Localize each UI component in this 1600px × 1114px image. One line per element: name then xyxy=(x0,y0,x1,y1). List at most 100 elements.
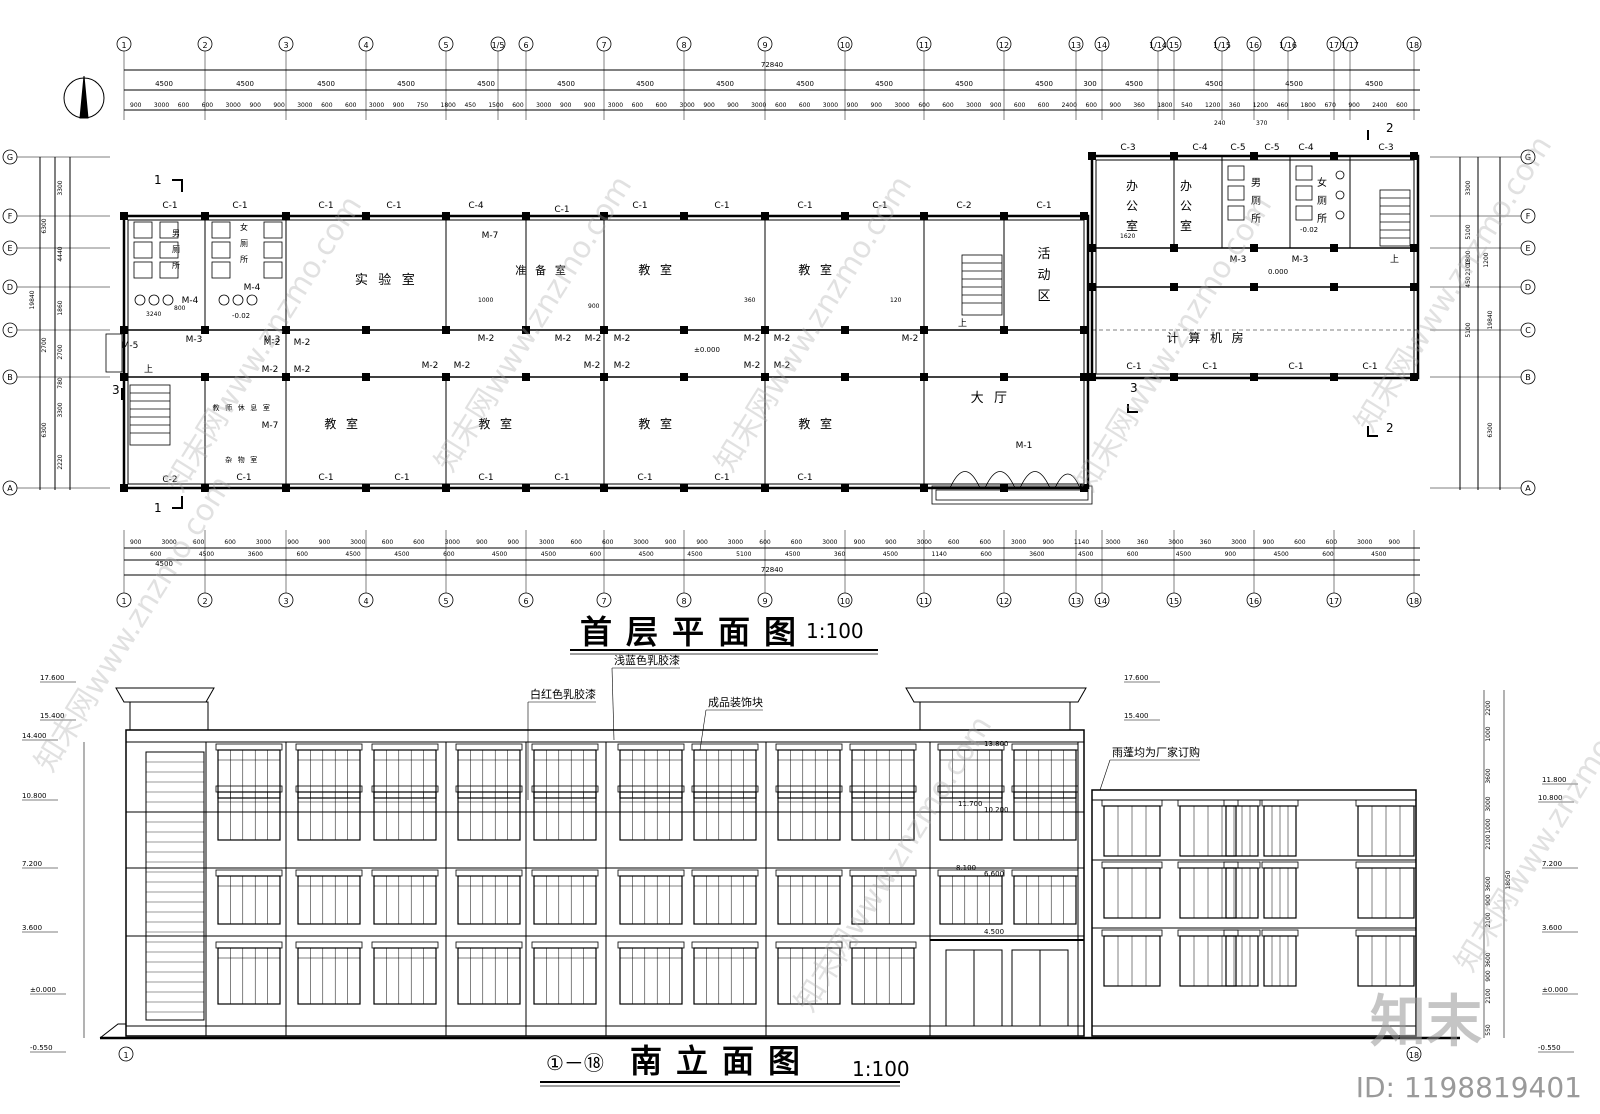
elevation-level: 11.700 xyxy=(958,800,983,808)
bay-dimension: 900 xyxy=(1225,551,1237,558)
column xyxy=(1080,212,1088,220)
detail-dimension: 600 xyxy=(1086,102,1098,109)
detail-dimension: 1500 xyxy=(488,102,503,109)
column xyxy=(1080,484,1088,492)
axis-label: 3 xyxy=(283,597,288,606)
column xyxy=(761,484,769,492)
detail-dimension: 600 xyxy=(1294,539,1306,546)
door-label: M-2 xyxy=(264,338,281,348)
bay-dimension: 600 xyxy=(297,551,309,558)
bay-dimension: 4500 xyxy=(636,80,654,88)
detail-dimension: 3000 xyxy=(633,539,648,546)
window-label: C-1 xyxy=(714,473,729,483)
window-label: C-1 xyxy=(554,473,569,483)
small-dimension: 360 xyxy=(744,297,756,304)
window-head xyxy=(617,869,685,877)
window-head xyxy=(1261,799,1299,807)
elevation-level: 11.800 xyxy=(1542,776,1567,784)
level-label: -0.02 xyxy=(232,312,250,320)
window-head xyxy=(455,869,523,877)
axis-label: 18 xyxy=(1409,41,1419,50)
column xyxy=(761,326,769,334)
bay-dimension: 600 xyxy=(443,551,455,558)
elevation-dimension: 550 xyxy=(1485,1024,1492,1036)
detail-dimension: 360 xyxy=(1137,539,1149,546)
detail-dimension: 360 xyxy=(1133,102,1145,109)
room-label: 教室 xyxy=(478,416,521,431)
material-note: 白红色乳胶漆 xyxy=(530,687,596,701)
window-head xyxy=(849,743,917,751)
door-label: M-3 xyxy=(264,335,281,345)
plan-title: 首层平面图 xyxy=(580,613,810,651)
window-label: C-1 xyxy=(714,201,729,211)
column xyxy=(362,212,370,220)
detail-dimension: 3000 xyxy=(751,102,766,109)
column xyxy=(1410,283,1418,291)
axis-label: 6 xyxy=(523,597,528,606)
window-label: C-3 xyxy=(1378,143,1393,153)
detail-dimension: 900 xyxy=(727,102,739,109)
room-label: 实验室 xyxy=(355,272,425,288)
window-label: C-1 xyxy=(872,201,887,211)
elevation-level: 4.500 xyxy=(984,928,1004,936)
elevation-level: 6.600 xyxy=(984,870,1004,878)
detail-dimension: 240 xyxy=(1214,120,1226,127)
stair-up-label: 上 xyxy=(958,318,967,329)
column xyxy=(522,212,530,220)
small-dimension: 3240 xyxy=(146,311,161,318)
room-label: 厕 xyxy=(172,245,180,254)
room-label: 杂物室 xyxy=(225,455,263,464)
detail-dimension: 600 xyxy=(321,102,333,109)
axis-label: 5 xyxy=(443,597,448,606)
vertical-dimension: 6300 xyxy=(1487,422,1494,437)
elevation-dimension: 2100 xyxy=(1485,834,1492,849)
detail-dimension: 3000 xyxy=(1011,539,1026,546)
window-head xyxy=(371,743,439,751)
window-label: C-1 xyxy=(318,201,333,211)
row-axis-label: B xyxy=(1525,373,1531,382)
bay-dimension: 4500 xyxy=(541,551,556,558)
vertical-dimension: 6300 xyxy=(41,422,48,437)
row-axis-label: A xyxy=(1525,484,1531,493)
column xyxy=(120,373,128,381)
bay-dimension: 4500 xyxy=(955,80,973,88)
axis-label: 17 xyxy=(1329,41,1339,50)
window xyxy=(533,875,597,925)
detail-dimension: 900 xyxy=(1042,539,1054,546)
detail-dimension: 3000 xyxy=(1357,539,1372,546)
axis-label: 6 xyxy=(523,41,528,50)
room-label: 厕 xyxy=(240,239,248,248)
window xyxy=(1013,791,1077,841)
window-head xyxy=(691,941,759,949)
axis-label: 18 xyxy=(1409,1051,1419,1060)
window xyxy=(851,947,915,1005)
detail-dimension: 3000 xyxy=(536,102,551,109)
axis-label: 8 xyxy=(681,41,686,50)
window xyxy=(619,749,683,799)
column xyxy=(1080,373,1088,381)
room-label: 教室 xyxy=(638,262,681,277)
elevation-level: 14.400 xyxy=(22,732,47,740)
elevation-windows xyxy=(146,743,1417,1013)
detail-dimension: 3000 xyxy=(297,102,312,109)
column xyxy=(362,373,370,381)
axis-label: 9 xyxy=(762,41,767,50)
material-note: 浅蓝色乳胶漆 xyxy=(614,653,680,667)
elevation-annotations: 17.60015.40014.40010.8007.2003.600±0.000… xyxy=(22,653,1578,1062)
door-label: M-2 xyxy=(774,334,791,344)
room-label: 教室 xyxy=(324,416,367,431)
column xyxy=(1330,373,1338,381)
section-mark: 2 xyxy=(1386,421,1394,435)
column xyxy=(1000,373,1008,381)
window-label: C-1 xyxy=(632,201,647,211)
bay-dimension: 4500 xyxy=(236,80,254,88)
axis-label: 2 xyxy=(202,597,207,606)
window-head xyxy=(691,869,759,877)
window xyxy=(777,749,841,799)
axis-label: 15 xyxy=(1169,597,1179,606)
window-head xyxy=(215,785,283,793)
column xyxy=(1080,326,1088,334)
small-dimension: 1620 xyxy=(1120,233,1135,240)
axis-bubble xyxy=(1406,1046,1422,1062)
detail-dimension: 460 xyxy=(1277,102,1289,109)
